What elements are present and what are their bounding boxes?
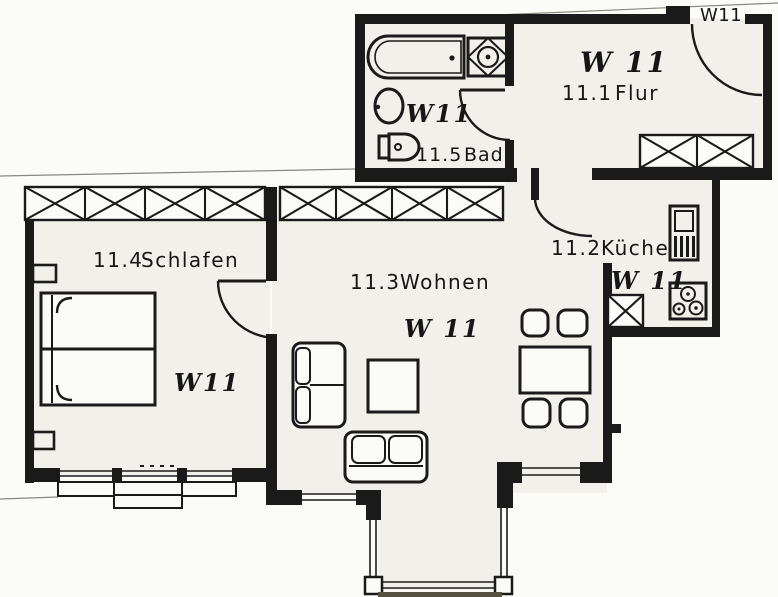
entrance-door-arc [690,23,763,97]
schlafen-number: 11.4 [93,248,144,272]
flur-unit-label: W 11 [580,46,668,79]
bad-number: 11.5 [416,144,462,166]
hatch-lines [24,134,754,328]
kueche-door-arc [533,197,593,238]
room-labels: W11 W 11 11.1 Flur W11 11.5 Bad 11.2 Küc… [93,5,742,397]
bathtub-symbol [366,34,466,80]
chair-symbol [520,308,550,338]
toilet-symbol [377,132,421,162]
schlafen-name: Schlafen [141,248,239,272]
dining-table-symbol [518,345,592,395]
wall-niches [31,263,58,451]
flur-name: Flur [615,81,659,105]
bay-post [493,575,514,596]
coffee-table-symbol [366,358,420,414]
bad-unit-label: W11 [406,99,472,128]
bathroom-fixtures [366,34,510,162]
windows [60,467,580,589]
loveseat-symbol [343,430,429,484]
shower-symbol [466,36,510,78]
sink-symbol [373,87,405,125]
wohnen-unit-label: W 11 [404,314,481,343]
chair-symbol [556,308,589,338]
bed-symbol [39,291,157,407]
dining-set-symbol [518,308,592,429]
chair-symbol [558,397,589,429]
wohnen-name: Wohnen [400,270,490,294]
bad-door-arc [458,89,511,142]
schlafen-unit-label: W11 [174,368,240,397]
bay-bottom-shadow [378,592,502,597]
window-sills [57,481,514,596]
walls [25,6,772,520]
door-swings [216,23,763,340]
kueche-number: 11.2 [551,236,602,260]
kueche-name: Küche [601,236,669,260]
stove-symbol [668,281,708,321]
bay-post [363,575,384,596]
kueche-unit-label: W 11 [611,266,688,295]
entrance-unit-label: W11 [700,5,742,26]
flur-number: 11.1 [562,81,613,105]
schlafen-door-arc [216,280,278,340]
chair-symbol [521,397,552,429]
bad-name: Bad [464,144,504,166]
kitchen-sink-unit-symbol [668,204,700,262]
wohnen-number: 11.3 [350,270,401,294]
sofa-symbol [291,341,347,429]
kitchen-appliances [668,204,708,321]
living-room-furniture [291,308,592,484]
